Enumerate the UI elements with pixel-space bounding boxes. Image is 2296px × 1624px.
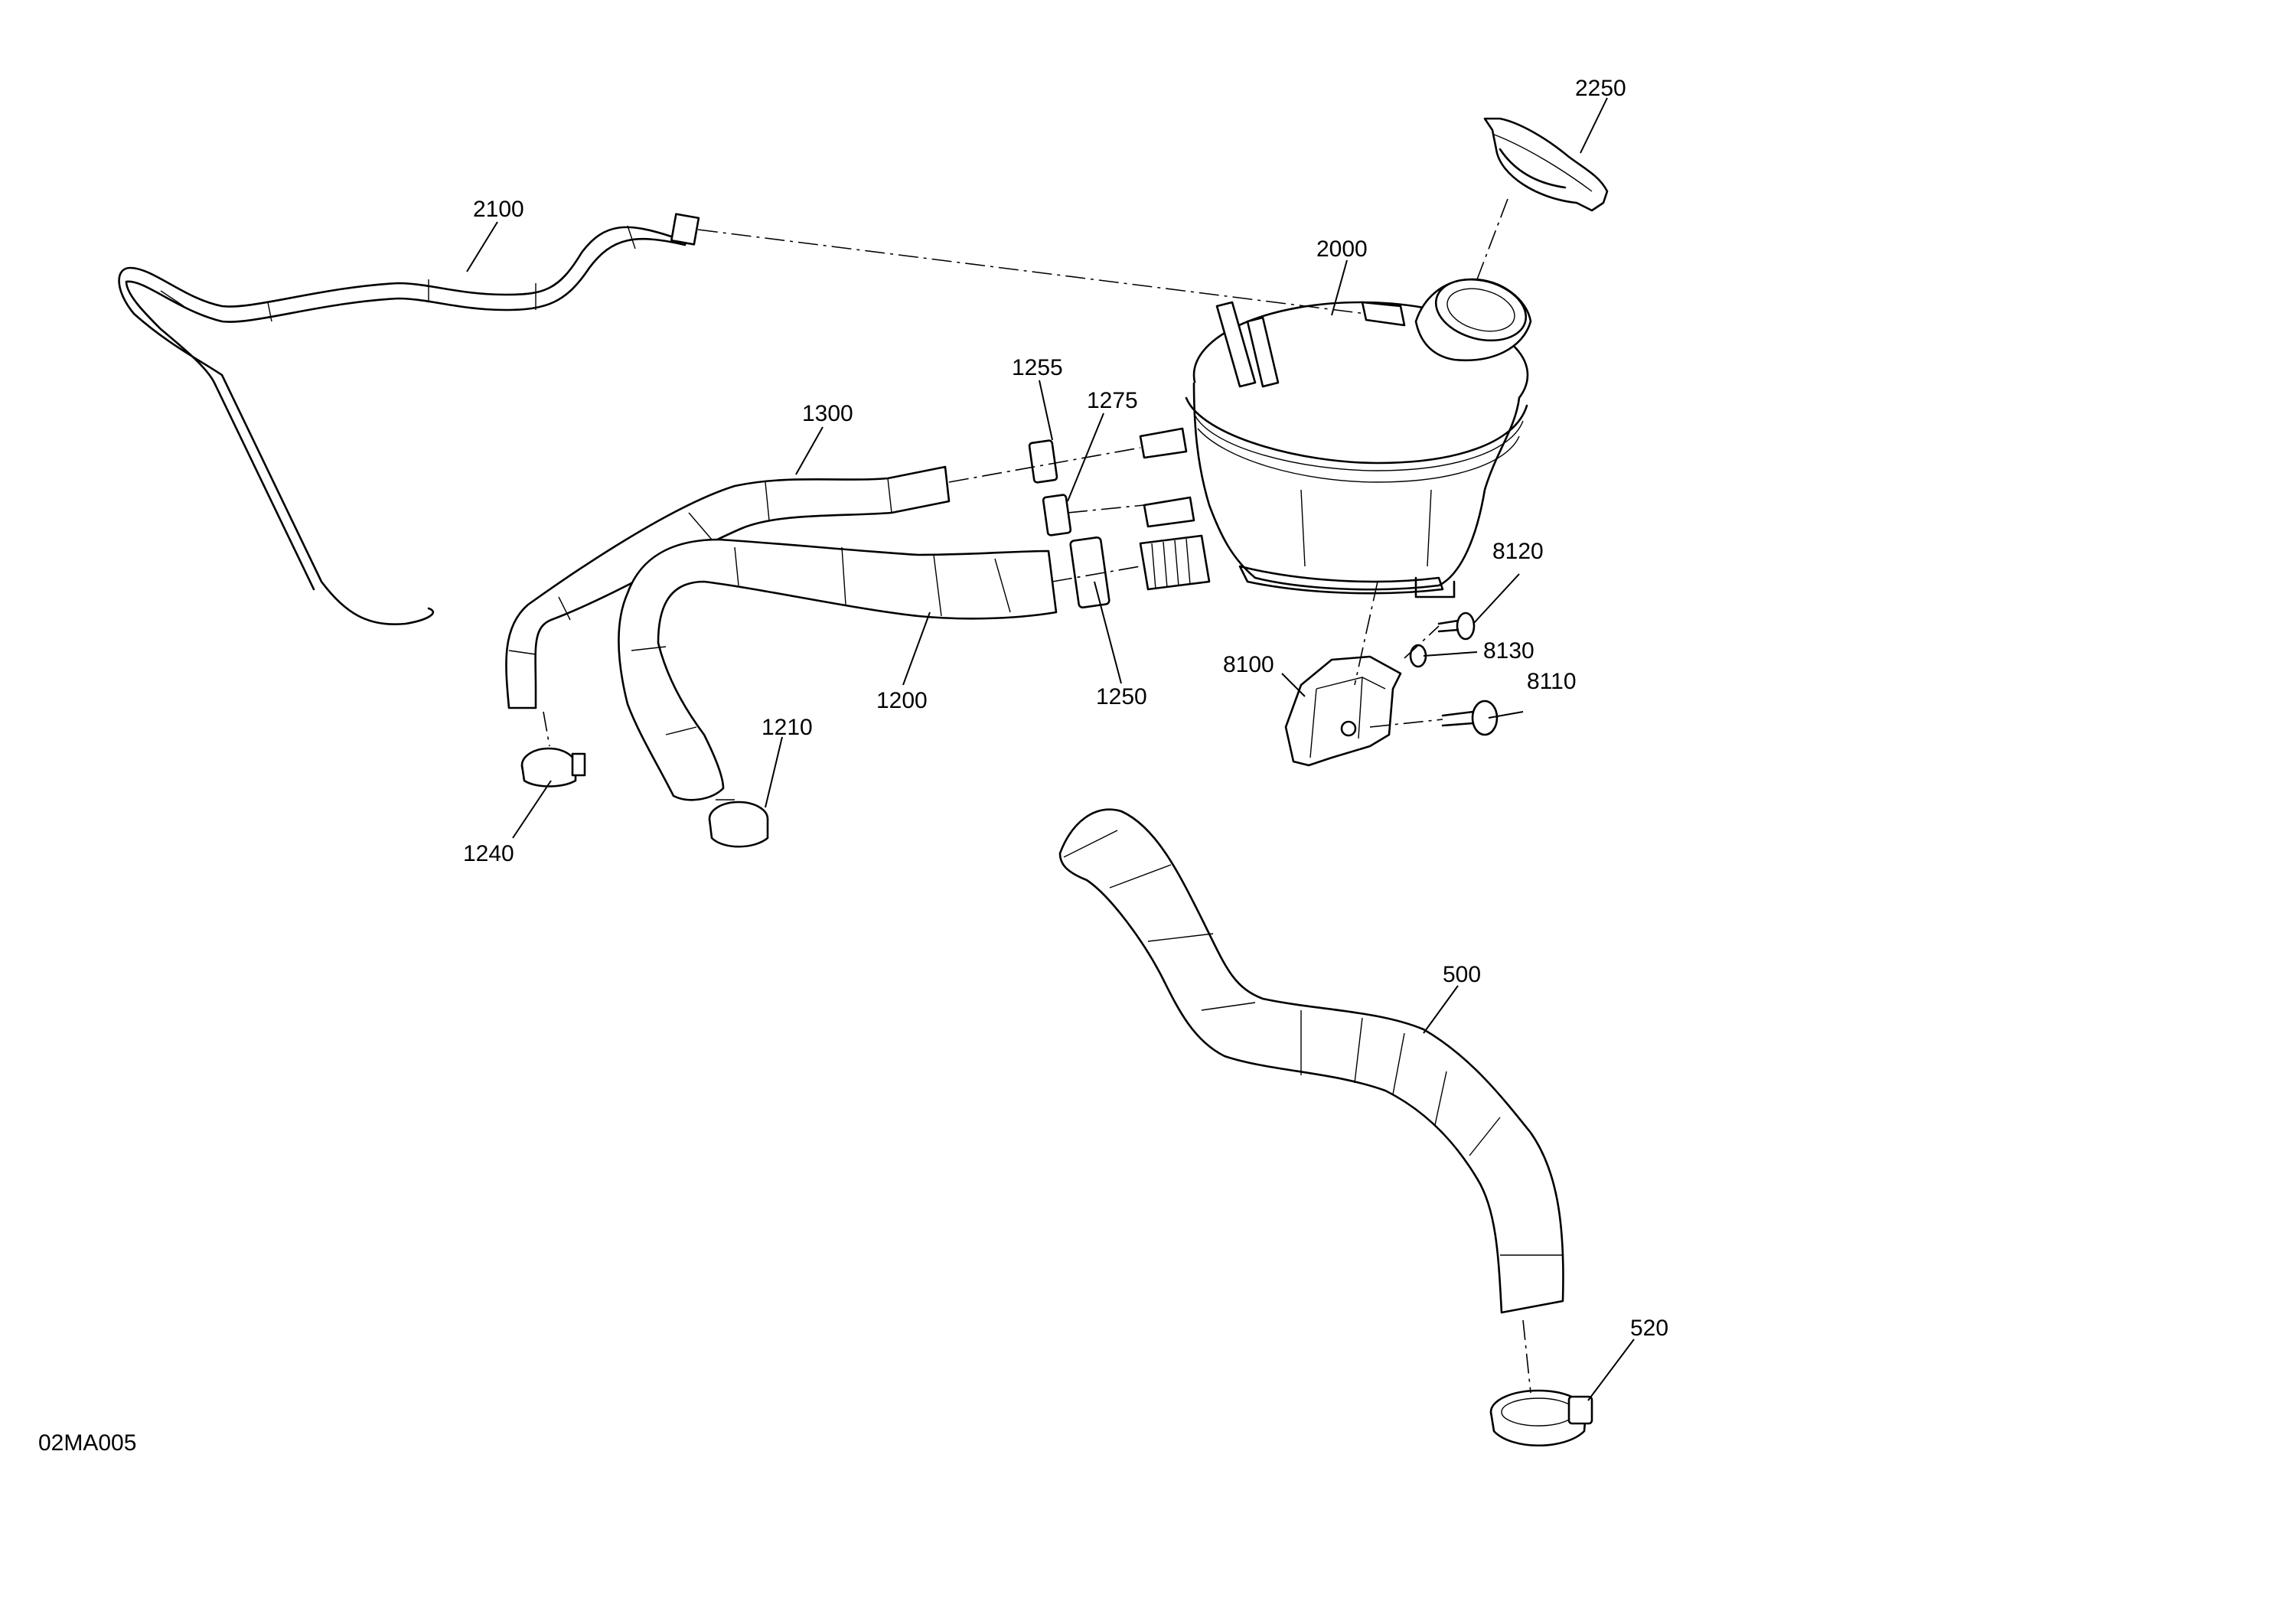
figure-id: 02MA005 (38, 1430, 136, 1456)
callout-1250: 1250 (1096, 684, 1147, 709)
part-8110-bolt (1441, 699, 1499, 736)
callout-labels: 2250 2100 2000 1255 1275 1300 8120 8130 … (463, 76, 1668, 1341)
part-2100-vent-hose (118, 213, 700, 626)
callout-500: 500 (1443, 962, 1481, 987)
callout-8100: 8100 (1223, 652, 1274, 677)
callout-520: 520 (1630, 1316, 1668, 1341)
callout-2100: 2100 (473, 197, 524, 222)
callout-1240: 1240 (463, 841, 514, 866)
callout-8130: 8130 (1483, 638, 1534, 664)
part-1300-hose (505, 465, 951, 709)
callout-1300: 1300 (802, 401, 853, 426)
assembly-center-lines (543, 198, 1531, 1394)
part-1210-clamp (708, 801, 769, 848)
part-1200-hose (618, 538, 1058, 801)
part-500-radiator-hose (1058, 808, 1564, 1314)
part-1255-clamp (1028, 439, 1058, 484)
part-1240-clamp (520, 747, 586, 788)
callout-1255: 1255 (1012, 355, 1063, 380)
callout-1210: 1210 (762, 715, 813, 740)
callout-2250: 2250 (1575, 76, 1626, 101)
part-520-clamp (1489, 1389, 1593, 1447)
part-8100-bracket (1284, 655, 1402, 767)
callout-1275: 1275 (1087, 388, 1138, 413)
leader-lines (466, 97, 1635, 1401)
part-2000-coolant-reservoir (1139, 278, 1532, 598)
callout-8120: 8120 (1492, 539, 1544, 564)
callout-2000: 2000 (1316, 236, 1368, 262)
part-1250-clamp (1069, 536, 1110, 609)
callout-8110: 8110 (1527, 669, 1577, 694)
callout-1200: 1200 (876, 688, 928, 713)
part-2250-pressure-cap (1483, 117, 1609, 212)
part-8120-screw (1437, 611, 1476, 641)
part-1275-clamp (1042, 494, 1072, 536)
